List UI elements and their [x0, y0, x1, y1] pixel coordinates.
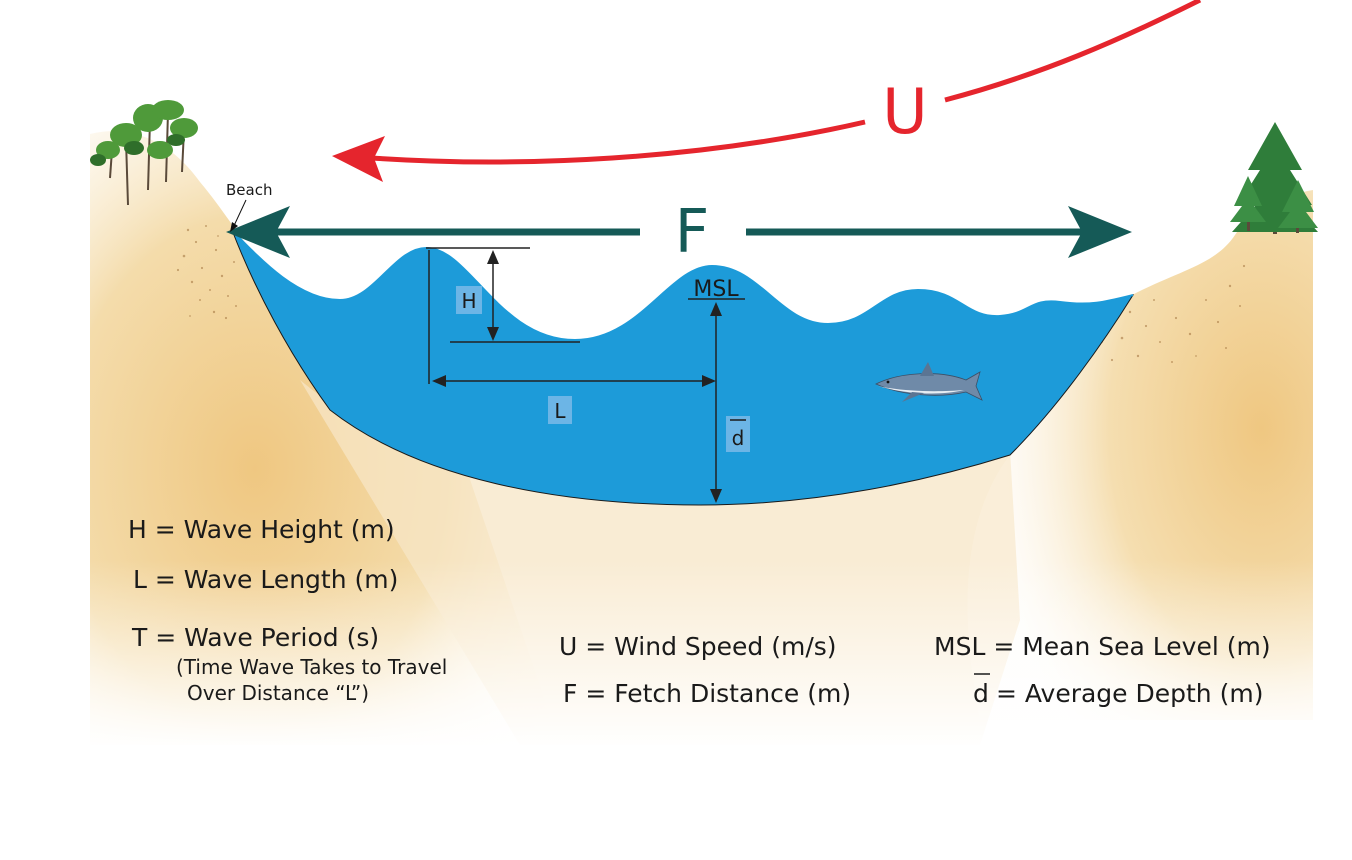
wind-label: U — [882, 75, 927, 148]
wave-height-marker — [426, 247, 580, 343]
pebbles-right — [1101, 264, 1246, 363]
height-label: H — [461, 289, 476, 313]
pebbles-left — [176, 225, 237, 320]
legend-depth: = Average Depth (m) — [996, 679, 1263, 708]
height-label-box — [456, 286, 482, 314]
legend-period-note-1: (Time Wave Takes to Travel — [176, 655, 447, 679]
legend-length: L = Wave Length (m) — [133, 565, 398, 594]
fetch-arrow: F — [226, 197, 1132, 267]
beach-label: Beach — [226, 181, 272, 199]
length-label: L — [554, 399, 566, 423]
legend: H = Wave Height (m) L = Wave Length (m) … — [128, 515, 1271, 708]
wave-length-marker — [428, 250, 716, 387]
pine-trees-icon — [1230, 122, 1318, 234]
legend-fetch: F = Fetch Distance (m) — [563, 679, 851, 708]
beach-callout: Beach — [226, 181, 272, 232]
legend-msl: MSL = Mean Sea Level (m) — [934, 632, 1271, 661]
shark-icon — [875, 362, 983, 402]
land — [90, 131, 1320, 750]
legend-period-note-2: Over Distance “L”) — [187, 681, 369, 705]
depth-label-box — [726, 416, 750, 452]
length-label-box — [548, 396, 572, 424]
depth-label: d — [732, 426, 745, 450]
legend-height: H = Wave Height (m) — [128, 515, 395, 544]
fetch-label: F — [675, 197, 710, 267]
water-surface — [231, 229, 1134, 342]
depth-marker — [710, 302, 722, 503]
legend-depth-symbol: d — [973, 679, 989, 708]
msl-label: MSL — [693, 277, 739, 302]
legend-period: T = Wave Period (s) — [131, 623, 379, 652]
wind-arrow: U — [332, 0, 1202, 182]
legend-wind: U = Wind Speed (m/s) — [559, 632, 837, 661]
deciduous-trees-icon — [90, 100, 198, 206]
